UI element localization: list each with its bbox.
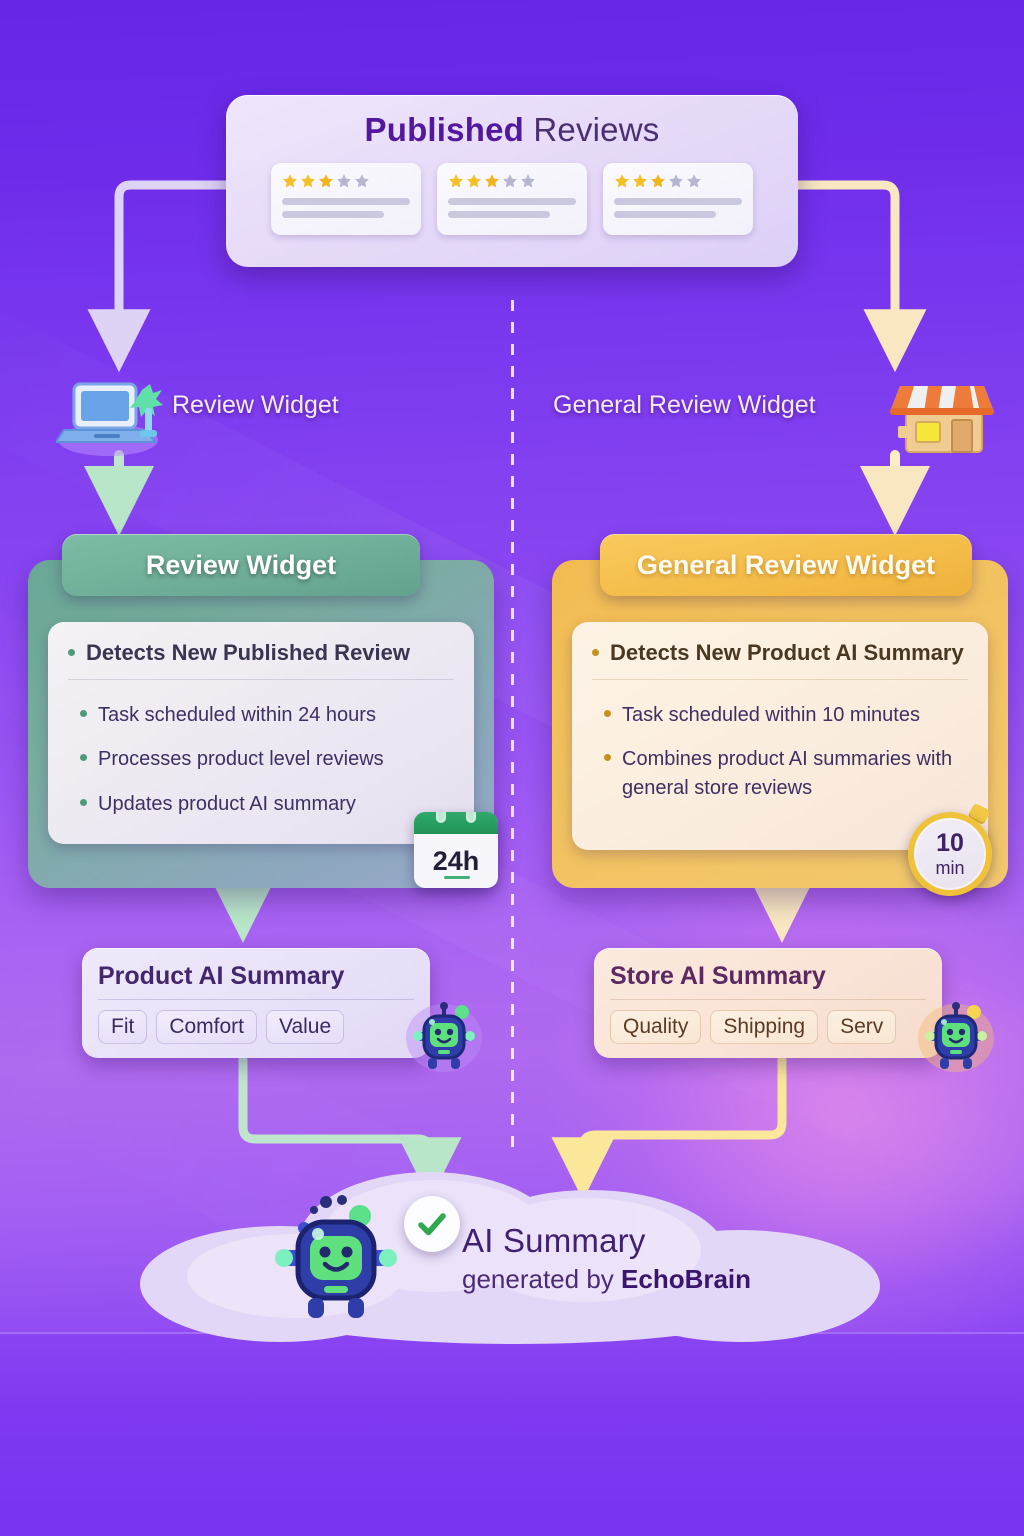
- branch-divider: [511, 300, 514, 1152]
- general-review-widget-details: Detects New Product AI Summary Task sche…: [572, 622, 988, 850]
- stopwatch-value: 10: [936, 829, 964, 857]
- tag-chip[interactable]: Value: [266, 1010, 345, 1044]
- bullet-dot-icon: [604, 710, 611, 717]
- product-ai-summary-title: Product AI Summary: [98, 962, 345, 990]
- text-placeholder-line: [282, 198, 410, 205]
- general-review-widget-card-title: General Review Widget: [600, 534, 972, 596]
- general-review-widget-group-card: General Review Widget Detects New Produc…: [552, 534, 1008, 888]
- tag-chip[interactable]: Fit: [98, 1010, 148, 1044]
- list-item: Task scheduled within 10 minutes: [592, 693, 968, 737]
- star-icon: [283, 174, 297, 188]
- list-item: Combines product AI summaries with gener…: [592, 737, 968, 810]
- review-widget-card-title: Review Widget: [62, 534, 420, 596]
- divider-rule: [592, 679, 968, 680]
- ai-summary-subtitle: generated by EchoBrain: [462, 1264, 751, 1295]
- store-ai-summary-title: Store AI Summary: [610, 962, 826, 990]
- store-ai-summary-box[interactable]: Store AI Summary Quality Shipping Serv: [594, 948, 942, 1058]
- bullet-text: Task scheduled within 24 hours: [98, 704, 376, 726]
- ai-summary-title: AI Summary: [462, 1222, 646, 1259]
- star-icon-empty: [669, 174, 683, 188]
- review-card[interactable]: [271, 163, 421, 235]
- star-icon: [485, 174, 499, 188]
- tag-chip[interactable]: Serv: [827, 1010, 897, 1044]
- list-item: Task scheduled within 24 hours: [68, 693, 454, 737]
- star-icon: [633, 174, 647, 188]
- published-title-bold: Published: [364, 111, 524, 148]
- review-widget-headline: Detects New Published Review: [86, 640, 410, 665]
- star-icon: [301, 174, 315, 188]
- star-icon: [319, 174, 333, 188]
- review-widget-bullet-list: Task scheduled within 24 hours Processes…: [68, 684, 454, 826]
- published-title-light: Reviews: [524, 111, 660, 148]
- brand-name: EchoBrain: [621, 1264, 752, 1294]
- bullet-dot-icon: [80, 754, 87, 762]
- bullet-text: Updates product AI summary: [98, 792, 356, 815]
- star-rating: [614, 173, 742, 189]
- bullet-dot-icon: [68, 649, 75, 656]
- robot-mascot-icon: [406, 1002, 482, 1072]
- tag-chip[interactable]: Shipping: [710, 1010, 819, 1044]
- ai-summary-caption: AI Summary generated by EchoBrain: [462, 1222, 751, 1295]
- star-rating: [448, 173, 576, 189]
- review-widget-headline-row: Detects New Published Review: [68, 640, 454, 679]
- star-rating: [282, 173, 410, 189]
- tag-chip[interactable]: Quality: [610, 1010, 702, 1044]
- star-icon: [615, 174, 629, 188]
- bullet-dot-icon: [604, 754, 611, 762]
- published-reviews-title: Published Reviews: [248, 111, 776, 149]
- product-ai-summary-box[interactable]: Product AI Summary Fit Comfort Value: [82, 948, 430, 1058]
- star-icon-empty: [503, 174, 517, 188]
- star-icon-empty: [521, 174, 535, 188]
- bullet-dot-icon: [80, 798, 87, 806]
- bullet-text: Task scheduled within 10 minutes: [622, 704, 920, 726]
- store-ai-summary-tags: Quality Shipping Serv: [610, 1010, 926, 1044]
- text-placeholder-line: [448, 211, 551, 218]
- ai-summary-subtitle-prefix: generated by: [462, 1264, 622, 1294]
- stopwatch-icon: 10 min: [908, 802, 992, 896]
- published-reviews-panel: Published Reviews: [226, 95, 798, 267]
- branch-label-right: General Review Widget: [553, 391, 816, 419]
- product-ai-summary-tags: Fit Comfort Value: [98, 1010, 414, 1044]
- list-item: Processes product level reviews: [68, 737, 454, 781]
- tag-chip[interactable]: Comfort: [156, 1010, 258, 1044]
- divider-rule: [68, 679, 454, 680]
- star-icon: [449, 174, 463, 188]
- divider-rule: [610, 999, 926, 1000]
- star-icon: [467, 174, 481, 188]
- list-item: Updates product AI summary: [68, 782, 454, 826]
- review-card[interactable]: [437, 163, 587, 235]
- star-icon: [651, 174, 665, 188]
- check-circle-icon: [404, 1196, 460, 1252]
- bullet-dot-icon: [592, 649, 599, 656]
- storefront-icon: [890, 386, 994, 453]
- text-placeholder-line: [614, 211, 717, 218]
- bullet-dot-icon: [80, 710, 87, 717]
- footer-band: [0, 1332, 1024, 1536]
- text-placeholder-line: [614, 198, 742, 205]
- branch-label-left: Review Widget: [172, 391, 339, 419]
- robot-mascot-icon: [275, 1195, 397, 1318]
- stopwatch-unit: min: [935, 858, 965, 878]
- review-card-list: [248, 163, 776, 235]
- star-icon-empty: [687, 174, 701, 188]
- calendar-icon: 24h: [414, 812, 498, 888]
- review-card[interactable]: [603, 163, 753, 235]
- robot-mascot-icon: [918, 1002, 994, 1072]
- text-placeholder-line: [282, 211, 385, 218]
- bullet-text: Combines product AI summaries with gener…: [622, 748, 953, 799]
- review-widget-details: Detects New Published Review Task schedu…: [48, 622, 474, 844]
- star-icon-empty: [355, 174, 369, 188]
- star-icon-empty: [337, 174, 351, 188]
- laptop-icon: [56, 382, 163, 456]
- bullet-text: Processes product level reviews: [98, 748, 384, 771]
- divider-rule: [98, 999, 414, 1000]
- general-review-widget-bullet-list: Task scheduled within 10 minutes Combine…: [592, 684, 968, 810]
- general-review-widget-headline-row: Detects New Product AI Summary: [592, 640, 968, 679]
- general-review-widget-headline: Detects New Product AI Summary: [610, 640, 964, 665]
- calendar-badge-value: 24h: [432, 845, 480, 876]
- text-placeholder-line: [448, 198, 576, 205]
